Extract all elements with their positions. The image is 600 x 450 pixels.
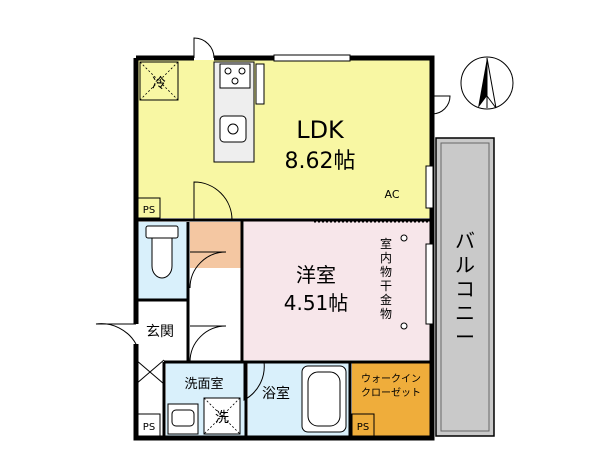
wic-label-1: ウォークイン (361, 373, 421, 385)
bathroom-label: 浴室 (262, 385, 290, 402)
svg-text:ー: ー (455, 325, 475, 349)
svg-text:バ: バ (455, 229, 475, 253)
washbasin (167, 403, 199, 435)
svg-text:室: 室 (380, 236, 392, 251)
washer-symbol: 洗 (215, 410, 229, 426)
doors (95, 37, 451, 401)
western-area: 4.51帖 (284, 291, 349, 315)
washroom-label: 洗面室 (184, 376, 223, 392)
north-arrow-icon (460, 56, 514, 110)
ldk-area: 8.62帖 (285, 149, 356, 174)
fridge-symbol: 冷 (152, 76, 166, 92)
svg-text:物: 物 (380, 307, 392, 321)
walk-in-closet (352, 362, 430, 436)
refrigerator (139, 61, 179, 101)
svg-text:コ: コ (455, 277, 475, 301)
bathtub (301, 365, 347, 433)
ps-label-2: PS (143, 422, 155, 433)
ldk-room (138, 60, 430, 218)
ac-label: AC (384, 188, 399, 201)
svg-text:金: 金 (380, 292, 392, 307)
toilet (145, 225, 179, 279)
indoor-drying-label: 室 内 物 干 金 物 (380, 236, 392, 321)
svg-text:ニ: ニ (455, 301, 475, 325)
wic-label-2: クローゼット (361, 387, 421, 399)
ps-label-3: PS (357, 422, 369, 433)
svg-text:物: 物 (380, 265, 392, 279)
hall (190, 222, 242, 268)
svg-text:内: 内 (380, 251, 392, 265)
svg-text:干: 干 (380, 279, 392, 293)
ldk-label: LDK (296, 116, 345, 144)
ps-label-1: PS (143, 205, 155, 216)
walls (133, 55, 435, 441)
western-room (244, 220, 430, 360)
western-label: 洋室 (296, 263, 336, 287)
entrance-label: 玄関 (146, 323, 174, 340)
svg-text:ル: ル (455, 253, 475, 277)
balcony-label: バ ル コ ニ ー (455, 229, 475, 349)
balcony (435, 137, 495, 437)
kitchen-counter (213, 61, 265, 163)
washing-machine (203, 397, 241, 435)
